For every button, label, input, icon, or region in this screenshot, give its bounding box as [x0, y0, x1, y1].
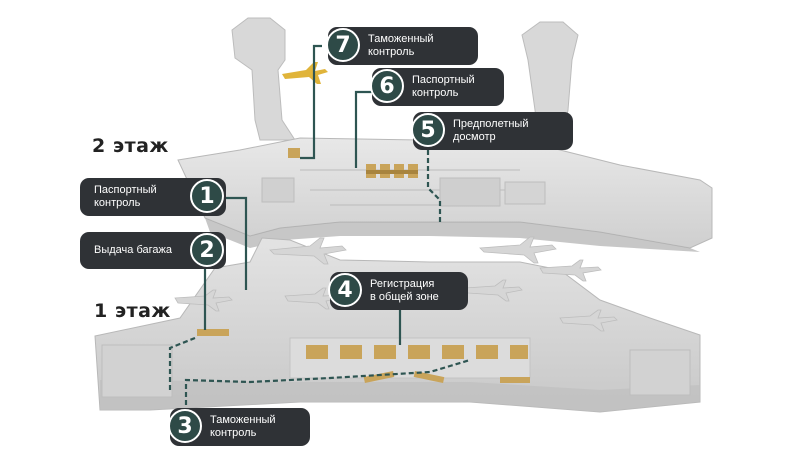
floor-1-label: 1 этаж: [94, 300, 171, 322]
marker-4-badge: 4: [328, 273, 362, 307]
marker-2-badge: 2: [190, 233, 224, 267]
check-in-counters: [197, 329, 530, 384]
floor-2-building: [177, 17, 713, 252]
marker-5-badge: 5: [411, 113, 445, 147]
marker-7-badge: 7: [326, 28, 360, 62]
marker-3-badge: 3: [168, 409, 202, 443]
airplane-icon: [282, 62, 328, 84]
marker-1-badge: 1: [190, 179, 224, 213]
security-lanes: [288, 148, 418, 178]
floor-2-label: 2 этаж: [92, 135, 169, 157]
docked-aircraft: [174, 236, 618, 332]
marker-6-badge: 6: [370, 69, 404, 103]
